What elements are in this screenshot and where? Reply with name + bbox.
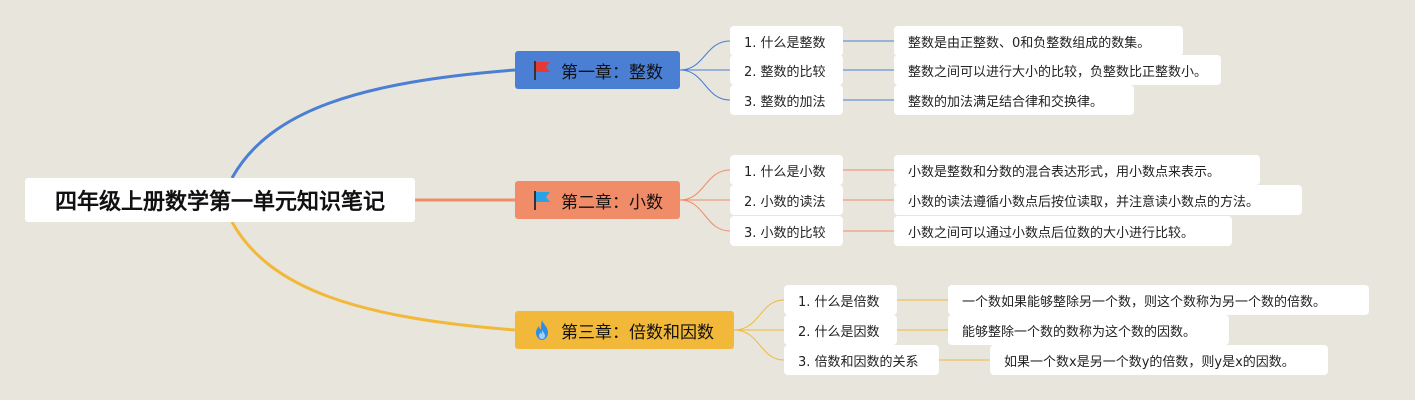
item-label: 1. 什么是倍数 — [798, 294, 880, 310]
desc-text: 整数之间可以进行大小的比较，负整数比正整数小。 — [908, 64, 1208, 80]
chapter-2-item-2[interactable]: 2. 小数的读法 — [730, 185, 843, 215]
flame-icon — [536, 320, 548, 340]
chapter-1-topic[interactable]: 第一章：整数 — [515, 51, 680, 89]
chapter-3-desc-1[interactable]: 一个数如果能够整除另一个数，则这个数称为另一个数的倍数。 — [948, 285, 1369, 315]
red-flag-icon — [534, 61, 550, 80]
chapter-3-item-3[interactable]: 3. 倍数和因数的关系 — [784, 345, 939, 375]
link-root-chapter-3 — [230, 221, 516, 332]
chapter-2-item-1[interactable]: 1. 什么是小数 — [730, 155, 843, 185]
chapter-1-item-3[interactable]: 3. 整数的加法 — [730, 85, 843, 115]
link-ch2-item-1 — [679, 169, 731, 201]
desc-text: 能够整除一个数的数称为这个数的因数。 — [962, 324, 1197, 340]
item-label: 2. 整数的比较 — [744, 64, 826, 80]
root-title: 四年级上册数学第一单元知识笔记 — [54, 190, 385, 215]
root-topic[interactable]: 四年级上册数学第一单元知识笔记 — [25, 178, 415, 222]
chapter-3-topic[interactable]: 第三章：倍数和因数 — [515, 311, 734, 349]
chapter-1-title: 第一章：整数 — [561, 62, 663, 83]
item-label: 3. 整数的加法 — [744, 94, 826, 110]
desc-text: 小数的读法遵循小数点后按位读取，并注意读小数点的方法。 — [908, 194, 1260, 210]
item-label: 3. 小数的比较 — [744, 225, 826, 241]
desc-text: 如果一个数x是另一个数y的倍数，则y是x的因数。 — [1004, 354, 1295, 370]
desc-text: 小数是整数和分数的混合表达形式，用小数点来表示。 — [908, 164, 1221, 180]
link-ch1-item-1 — [679, 40, 731, 71]
link-root-chapter-1 — [230, 68, 516, 179]
desc-text: 小数之间可以通过小数点后位数的大小进行比较。 — [908, 225, 1195, 241]
item-label: 2. 小数的读法 — [744, 194, 826, 210]
link-ch3-item-3 — [733, 329, 785, 361]
link-ch2-item-3 — [679, 199, 731, 232]
chapter-3-desc-2[interactable]: 能够整除一个数的数称为这个数的因数。 — [948, 315, 1229, 345]
chapter-2-desc-3[interactable]: 小数之间可以通过小数点后位数的大小进行比较。 — [894, 216, 1232, 246]
link-ch1-item-3 — [679, 69, 731, 101]
chapter-1-desc-2[interactable]: 整数之间可以进行大小的比较，负整数比正整数小。 — [894, 55, 1221, 85]
item-label: 1. 什么是小数 — [744, 164, 826, 180]
blue-flag-icon — [534, 191, 550, 210]
chapter-2-desc-2[interactable]: 小数的读法遵循小数点后按位读取，并注意读小数点的方法。 — [894, 185, 1302, 215]
chapter-2-title: 第二章：小数 — [561, 192, 663, 213]
desc-text: 一个数如果能够整除另一个数，则这个数称为另一个数的倍数。 — [962, 294, 1327, 310]
chapter-1-desc-3[interactable]: 整数的加法满足结合律和交换律。 — [894, 85, 1134, 115]
desc-text: 整数的加法满足结合律和交换律。 — [908, 94, 1104, 110]
chapter-1-item-1[interactable]: 1. 什么是整数 — [730, 26, 843, 56]
chapter-1-item-2[interactable]: 2. 整数的比较 — [730, 55, 843, 85]
chapter-1-desc-1[interactable]: 整数是由正整数、0和负整数组成的数集。 — [894, 26, 1183, 56]
item-label: 3. 倍数和因数的关系 — [798, 354, 919, 370]
chapter-3-item-1[interactable]: 1. 什么是倍数 — [784, 285, 897, 315]
chapter-3-title: 第三章：倍数和因数 — [561, 322, 714, 343]
chapter-2-item-3[interactable]: 3. 小数的比较 — [730, 216, 843, 246]
item-label: 1. 什么是整数 — [744, 35, 826, 51]
chapter-3-item-2[interactable]: 2. 什么是因数 — [784, 315, 897, 345]
chapter-2-desc-1[interactable]: 小数是整数和分数的混合表达形式，用小数点来表示。 — [894, 155, 1260, 185]
chapter-2-topic[interactable]: 第二章：小数 — [515, 181, 680, 219]
chapter-3-desc-3[interactable]: 如果一个数x是另一个数y的倍数，则y是x的因数。 — [990, 345, 1328, 375]
item-label: 2. 什么是因数 — [798, 324, 880, 340]
link-ch3-item-1 — [733, 299, 785, 331]
desc-text: 整数是由正整数、0和负整数组成的数集。 — [908, 35, 1151, 51]
